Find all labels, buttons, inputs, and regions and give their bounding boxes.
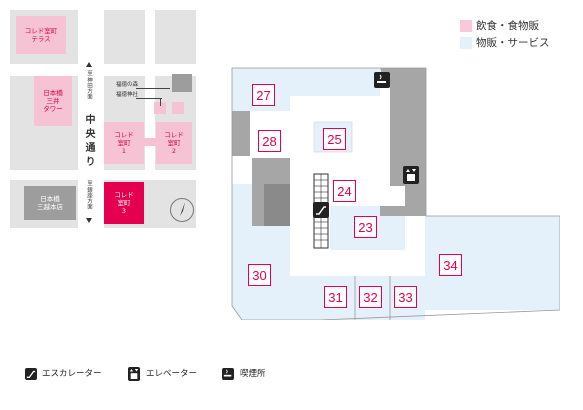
unit-23[interactable]: 23	[354, 216, 377, 238]
elevator-icon	[403, 166, 419, 184]
shrine-leader-line-2	[136, 98, 162, 99]
main-street-road	[78, 10, 104, 228]
elevator-icon	[128, 367, 140, 381]
arrow-south-icon	[86, 218, 92, 223]
road-vertical-right	[145, 10, 155, 180]
unit-32[interactable]: 32	[359, 286, 382, 308]
shrine-connector	[144, 138, 156, 146]
label-fukutoku-shrine: 福徳神社	[116, 92, 139, 98]
escalator-icon	[313, 202, 329, 218]
unit-25[interactable]: 25	[323, 128, 346, 150]
legend-label-service: 物販・サービス	[476, 37, 550, 49]
unit-34[interactable]: 34	[439, 254, 462, 276]
area-map: コレド室町 テラス 日本橋 三井 タワー コレド 室町 1 コレド 室町 2 コ…	[10, 10, 196, 228]
unit-27[interactable]: 27	[252, 84, 275, 106]
floor-map: 27 28 25 24 23 30 31 32 33 34	[230, 66, 561, 321]
unit-30[interactable]: 30	[248, 264, 271, 286]
label-to-ginza: 至 銀座方面	[86, 180, 92, 210]
compass-icon	[170, 198, 194, 222]
unit-28[interactable]: 28	[258, 130, 281, 152]
footer-legend-escalator: エスカレーター	[42, 369, 102, 379]
unit-33[interactable]: 33	[394, 286, 417, 308]
shrine-leader-drop	[160, 98, 161, 106]
building-coredo-3: コレド 室町 3	[104, 182, 144, 224]
building-nihonbashi-mitsui-tower: 日本橋 三井 タワー	[34, 76, 72, 126]
smoking-icon	[222, 368, 234, 380]
arrow-north-icon	[86, 62, 92, 67]
building-mitsukoshi: 日本橋 三越本店	[24, 186, 76, 220]
building-coredo-2: コレド 室町 2	[156, 122, 192, 164]
back-area-shaft	[264, 184, 290, 226]
unit-31[interactable]: 31	[324, 286, 347, 308]
label-chuo-dori: 中央通り	[83, 114, 94, 170]
footer-legend-smoking: 喫煙所	[240, 369, 266, 379]
service-area-east	[425, 216, 560, 310]
shrine-plot-2	[172, 102, 184, 114]
building-coredo-1: コレド 室町 1	[104, 122, 144, 164]
label-to-kanda: 至 神田方面	[86, 70, 92, 100]
shrine-block	[172, 74, 192, 92]
shrine-plot-1	[154, 102, 166, 114]
back-area-northwest	[232, 111, 250, 156]
label-fukutoku-forest: 福徳の森	[116, 82, 139, 88]
building-coredo-terrace: コレド室町 テラス	[16, 16, 66, 54]
escalator-icon	[25, 368, 37, 380]
legend-swatch-food	[460, 20, 472, 32]
shrine-leader-line	[136, 88, 170, 89]
legend-swatch-service	[460, 37, 472, 49]
smoking-icon	[374, 72, 390, 88]
unit-24[interactable]: 24	[333, 180, 356, 202]
floor-plan-shapes	[231, 67, 561, 321]
legend-label-food: 飲食・食物販	[476, 20, 539, 32]
footer-legend-elevator: エレベーター	[146, 369, 198, 379]
